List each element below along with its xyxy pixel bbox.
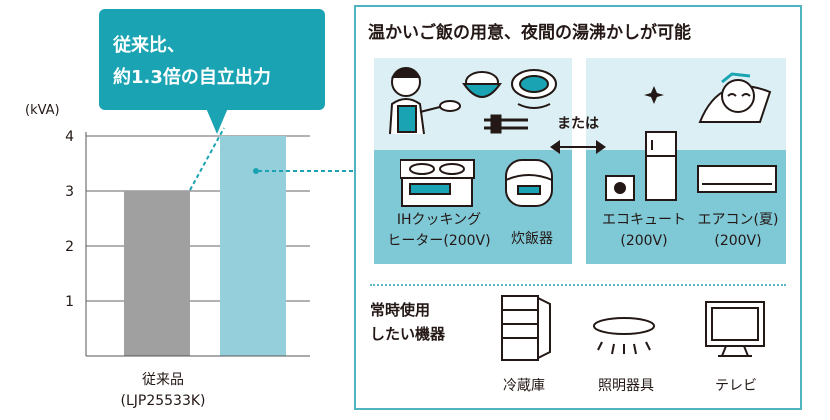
rice-cooker-label-line: 炊飯器 bbox=[511, 231, 553, 247]
noodle-bowl-icon bbox=[511, 69, 557, 109]
tv-icon bbox=[705, 301, 765, 357]
output-callout: 従来比、 約1.3倍の自立出力 bbox=[99, 9, 325, 110]
callout-tail bbox=[206, 108, 228, 134]
x-tick-label-line: (LJP25533K) bbox=[120, 393, 206, 409]
always-on-title-line: したい機器 bbox=[370, 325, 446, 343]
bar-new-model bbox=[220, 136, 286, 356]
x-tick-label-old-model: 従来品 (LJP25533K) bbox=[104, 370, 222, 412]
refrigerator-label: 冷蔵庫 bbox=[503, 378, 545, 394]
chopsticks-icon bbox=[484, 114, 528, 134]
rice-cooker-icon bbox=[505, 159, 553, 207]
y-tick-label: 4 bbox=[65, 129, 74, 145]
rice-bowl-icon bbox=[462, 71, 502, 98]
water-heater-label: エコキュート (200V) bbox=[596, 210, 692, 252]
ceiling-light-label: 照明器具 bbox=[598, 378, 654, 394]
always-on-title: 常時使用 したい機器 bbox=[370, 298, 445, 346]
ih-cooktop-label-line: IHクッキング bbox=[396, 212, 482, 228]
night-appliances bbox=[605, 131, 777, 201]
callout-line-2: 約1.3倍の自立出力 bbox=[113, 67, 271, 88]
double-arrow-icon bbox=[550, 140, 606, 154]
refrigerator-icon bbox=[501, 295, 551, 361]
air-conditioner-label-line: (200V) bbox=[714, 233, 762, 249]
air-conditioner-icon bbox=[697, 165, 777, 193]
cooking-appliances bbox=[400, 159, 553, 207]
water-heater-label-line: エコキュート bbox=[602, 212, 686, 228]
y-tick-label: 3 bbox=[65, 184, 74, 200]
night-illustration bbox=[612, 72, 772, 123]
tv-label: テレビ bbox=[715, 378, 757, 394]
callout-connector bbox=[189, 127, 225, 191]
panel-title: 温かいご飯の用意、夜間の湯沸かしが可能 bbox=[368, 23, 691, 43]
bar-old-model bbox=[124, 191, 190, 356]
always-on-appliances bbox=[501, 295, 765, 361]
ih-cooktop-label: IHクッキング ヒーター(200V) bbox=[384, 210, 494, 252]
water-heater-icon bbox=[605, 131, 677, 201]
air-conditioner-label: エアコン(夏) (200V) bbox=[690, 210, 786, 252]
ceiling-light-icon bbox=[593, 317, 655, 355]
rice-cooker-label: 炊飯器 bbox=[496, 231, 568, 247]
cooking-illustration bbox=[389, 67, 557, 135]
or-label: または bbox=[557, 116, 599, 132]
air-conditioner-label-line: エアコン(夏) bbox=[697, 212, 779, 228]
x-tick-label-line: 従来品 bbox=[142, 372, 184, 388]
always-on-title-line: 常時使用 bbox=[370, 301, 431, 319]
ih-cooktop-label-line: ヒーター(200V) bbox=[387, 233, 491, 249]
moon-icon bbox=[612, 72, 630, 108]
sleeping-person-icon bbox=[698, 72, 772, 123]
y-tick-label: 2 bbox=[65, 239, 74, 255]
ih-cooktop-icon bbox=[400, 159, 475, 207]
y-tick-label: 1 bbox=[65, 294, 74, 310]
callout-line-1: 従来比、 bbox=[113, 35, 185, 56]
woman-cooking-icon bbox=[389, 67, 461, 135]
water-heater-label-line: (200V) bbox=[620, 233, 668, 249]
y-axis-unit: (kVA) bbox=[25, 103, 60, 118]
section-divider bbox=[370, 284, 786, 286]
bar-link-dot bbox=[253, 168, 259, 174]
star-icon bbox=[644, 86, 664, 104]
